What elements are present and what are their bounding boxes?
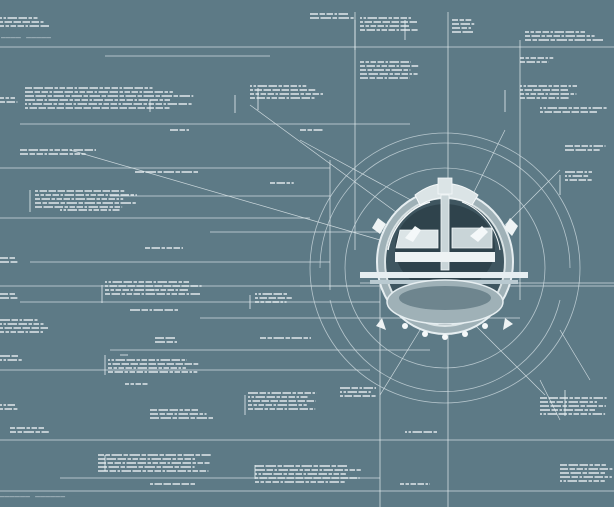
circular-device [360,177,528,340]
callout-top-left: ‒‒‒‒ ‒‒‒‒‒ [1,33,52,42]
label-brackets [29,20,566,479]
callout-bottom-left: ‒‒‒‒‒‒ ‒‒‒‒‒‒ [0,492,66,501]
leader-lines [0,46,614,492]
construction-circles [309,132,581,404]
scribble-text-blocks [0,13,613,485]
